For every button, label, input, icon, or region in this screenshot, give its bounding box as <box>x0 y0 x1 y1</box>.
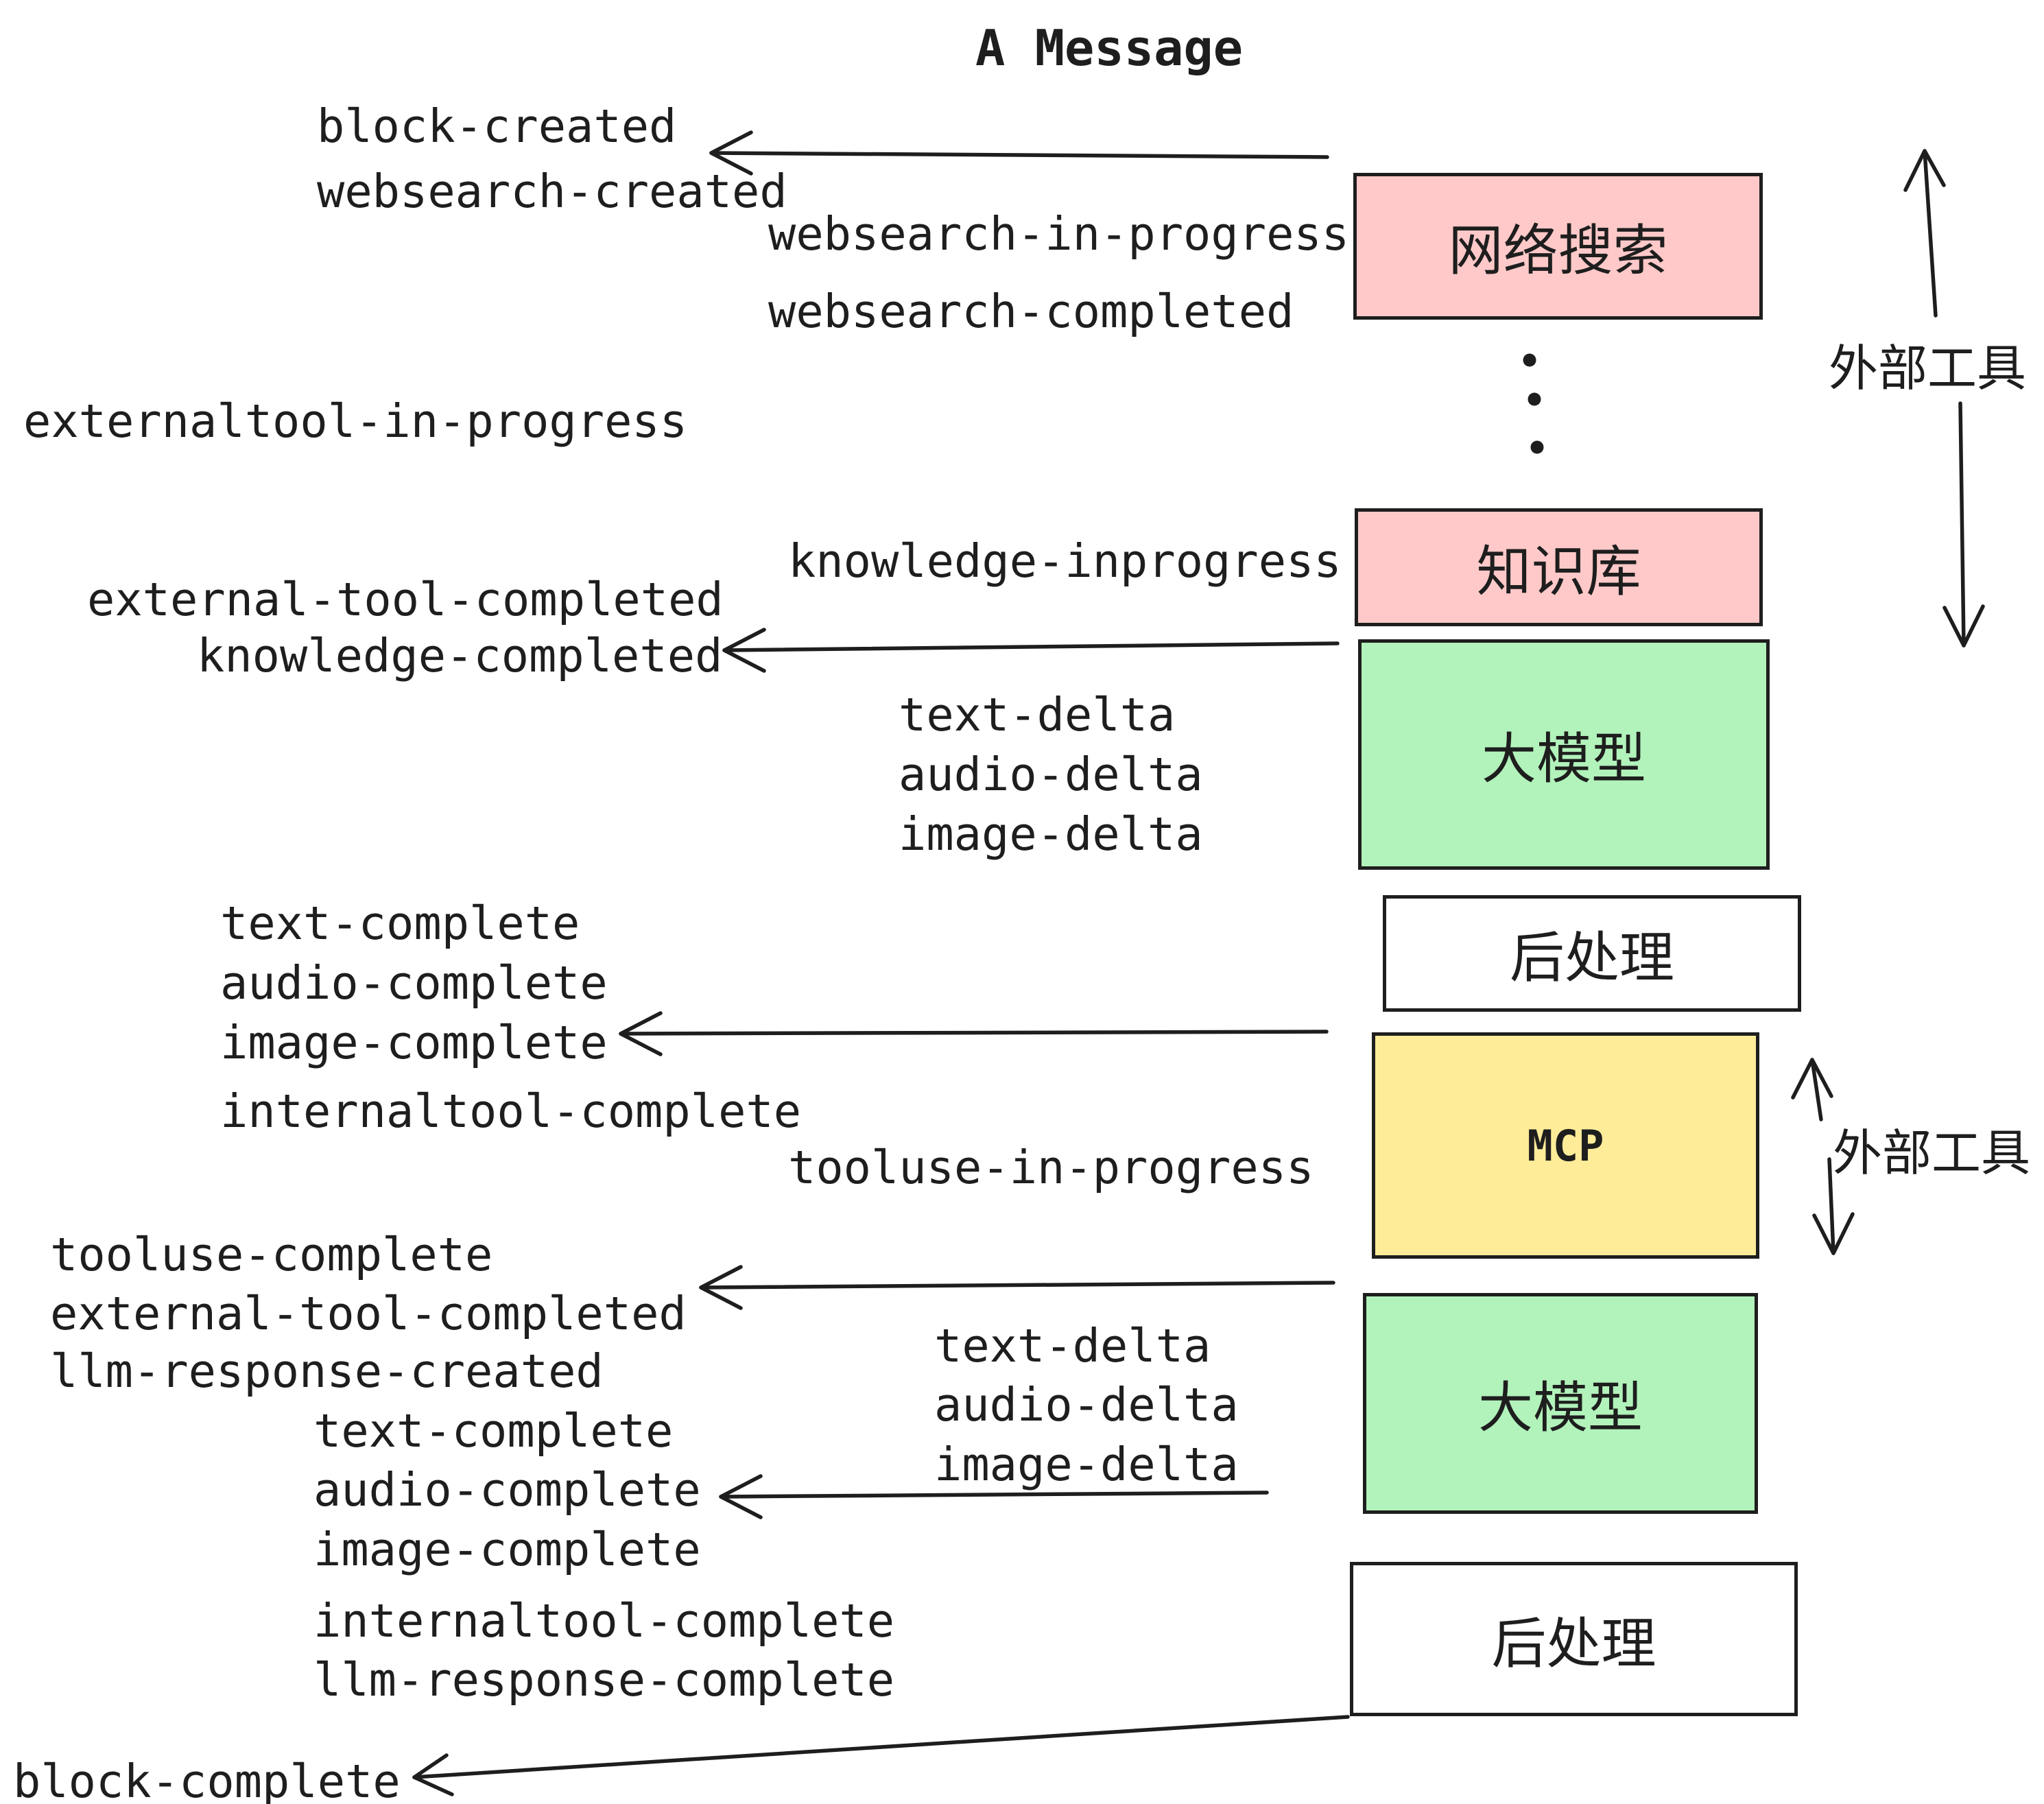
event-audio-delta-1: audio-delta <box>899 748 1203 801</box>
box-llm-1-label: 大模型 <box>1482 727 1646 791</box>
arrow-block-complete <box>412 1715 1350 1796</box>
event-image-delta-1: image-delta <box>899 807 1203 861</box>
event-internaltool-complete-1: internaltool-complete <box>220 1084 802 1138</box>
arrow-tooluse-complete <box>699 1265 1335 1310</box>
event-audio-delta-2: audio-delta <box>934 1378 1239 1432</box>
arrow-external-tools-up-1 <box>1903 149 1946 318</box>
external-tools-annotation-2: 外部工具 <box>1833 1124 2031 1182</box>
box-mcp-label: MCP <box>1527 1120 1604 1171</box>
event-llm-response-complete: llm-response-complete <box>313 1653 895 1707</box>
event-knowledge-inprogress: knowledge-inprogress <box>788 534 1342 588</box>
box-llm-2-label: 大模型 <box>1478 1376 1643 1440</box>
event-externaltool-in-progress: externaltool-in-progress <box>23 394 688 448</box>
box-knowledge-base-label: 知识库 <box>1476 540 1641 604</box>
external-tools-annotation-1: 外部工具 <box>1829 340 2027 397</box>
event-websearch-completed: websearch-completed <box>768 285 1294 338</box>
event-tooluse-complete: tooluse-complete <box>50 1228 493 1281</box>
event-llm-response-created: llm-response-created <box>50 1344 604 1398</box>
box-post-process-2-label: 后处理 <box>1491 1611 1656 1676</box>
event-block-complete: block-complete <box>13 1755 401 1804</box>
ellipsis-dots <box>1523 353 1544 454</box>
box-llm-1: 大模型 <box>1358 639 1770 870</box>
event-external-tool-completed-1: external-tool-completed <box>87 573 724 626</box>
event-knowledge-completed: knowledge-completed <box>197 629 723 683</box>
event-text-complete-1: text-complete <box>220 897 580 950</box>
event-external-tool-completed-2: external-tool-completed <box>50 1287 687 1340</box>
box-post-process-2: 后处理 <box>1350 1562 1798 1716</box>
arrow-image-complete <box>619 1011 1329 1056</box>
box-post-process-1: 后处理 <box>1383 895 1801 1012</box>
event-internaltool-complete-2: internaltool-complete <box>313 1594 895 1648</box>
event-audio-complete-2: audio-complete <box>313 1463 701 1517</box>
arrow-knowledge-completed <box>722 628 1340 673</box>
event-audio-complete-1: audio-complete <box>220 956 608 1010</box>
event-image-complete-1: image-complete <box>220 1016 608 1069</box>
box-llm-2: 大模型 <box>1363 1293 1758 1514</box>
box-websearch: 网络搜索 <box>1353 173 1763 320</box>
event-websearch-in-progress: websearch-in-progress <box>768 207 1350 261</box>
event-websearch-created: websearch-created <box>317 165 787 218</box>
box-mcp: MCP <box>1372 1032 1759 1259</box>
diagram-title: A Message <box>975 19 1244 77</box>
event-image-complete-2: image-complete <box>313 1523 701 1576</box>
arrow-external-tools-down-1 <box>1942 401 1985 648</box>
box-websearch-label: 网络搜索 <box>1448 219 1668 283</box>
box-post-process-1-label: 后处理 <box>1510 926 1674 990</box>
event-block-created: block-created <box>317 99 677 153</box>
arrow-block-created <box>709 130 1329 176</box>
event-text-complete-2: text-complete <box>313 1404 674 1458</box>
event-text-delta-2: text-delta <box>934 1319 1211 1373</box>
arrow-external-tools-up-2 <box>1791 1058 1833 1121</box>
event-text-delta-1: text-delta <box>899 688 1176 741</box>
box-knowledge-base: 知识库 <box>1355 508 1763 626</box>
event-image-delta-2: image-delta <box>934 1438 1239 1491</box>
event-tooluse-in-progress: tooluse-in-progress <box>788 1141 1314 1194</box>
